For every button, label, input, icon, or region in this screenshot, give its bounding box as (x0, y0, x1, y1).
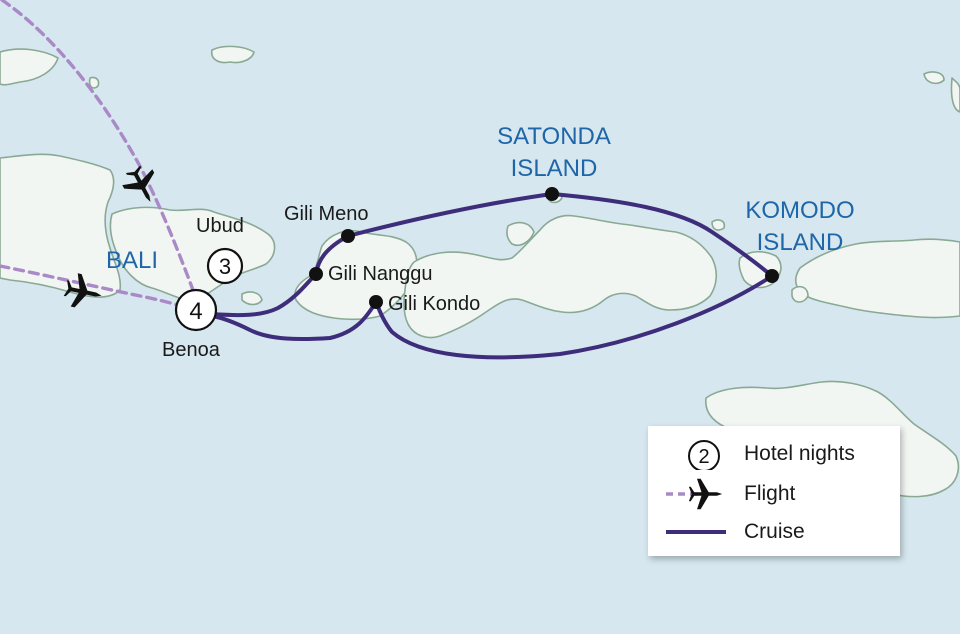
stop-dot-icon (369, 295, 383, 309)
islet-flores-west (791, 285, 809, 303)
islet-northeast (923, 71, 945, 85)
region-label-satonda-2: ISLAND (511, 155, 598, 182)
cruise-leg-meno-satonda (346, 192, 554, 238)
place-label-gili-meno: Gili Meno (284, 203, 368, 225)
island-bali (109, 206, 276, 303)
flight-route-north (0, 0, 198, 300)
cruise-leg-benoa-nanggu (210, 272, 318, 318)
stop-dot-icon (309, 267, 323, 281)
stop-dots (309, 187, 779, 309)
region-label-komodo-2: ISLAND (757, 229, 844, 256)
stop-dot-icon (765, 269, 779, 283)
flight-legend-icon (666, 478, 723, 510)
cruise-leg-kondo-benoa (210, 300, 378, 342)
cruise-legend-icon (666, 530, 726, 534)
legend-cruise-label: Cruise (744, 520, 805, 543)
place-label-gili-nanggu: Gili Nanggu (328, 263, 433, 285)
region-labels: BALI SATONDA ISLAND KOMODO ISLAND (106, 123, 855, 274)
map-legend: 2 Hotel nights Flight Cruise (648, 426, 900, 556)
legend-flight-label: Flight (744, 482, 796, 505)
islet-north-2 (88, 76, 100, 89)
island-sumbawa (403, 214, 718, 339)
hotel-nights-circle (206, 247, 244, 285)
hotel-nights-ubud-count: 3 (219, 254, 231, 279)
hotel-nights-circle-icon: 2 (688, 440, 720, 470)
legend-hotel-nights-label: Hotel nights (744, 442, 855, 465)
place-label-benoa: Benoa (162, 339, 221, 361)
legend-row-hotel-nights: 2 Hotel nights (648, 436, 900, 470)
islet-benoa (241, 291, 263, 306)
hotel-nights-benoa: 4 (174, 288, 218, 332)
airplane-icon (688, 478, 723, 510)
stop-dot-icon (545, 187, 559, 201)
region-label-satonda-1: SATONDA (497, 123, 611, 150)
islet-east-edge (950, 77, 960, 113)
islet-komodo-west (711, 219, 726, 231)
islet-north-1 (210, 45, 255, 64)
cruise-leg-satonda-komodo (550, 192, 774, 278)
region-label-bali: BALI (106, 247, 158, 274)
hotel-nights-ubud: 3 (206, 247, 244, 285)
place-labels: Ubud Benoa Gili Meno Gili Nanggu Gili Ko… (162, 203, 480, 361)
island-flores (794, 238, 960, 319)
legend-row-cruise: Cruise (648, 514, 900, 548)
island-java (0, 153, 122, 298)
legend-sample-nights: 2 (698, 446, 709, 468)
hotel-nights-benoa-count: 4 (189, 298, 202, 325)
legend-row-flight: Flight (648, 476, 900, 510)
cruise-leg-komodo-kondo (374, 274, 774, 360)
hotel-nights-circle (174, 288, 218, 332)
region-label-komodo-1: KOMODO (745, 197, 854, 224)
islet-sumbawa-north (506, 221, 535, 247)
place-label-ubud: Ubud (196, 215, 244, 237)
place-label-gili-kondo: Gili Kondo (388, 293, 480, 315)
island-northwest (0, 48, 59, 86)
stop-dot-icon (341, 229, 355, 243)
